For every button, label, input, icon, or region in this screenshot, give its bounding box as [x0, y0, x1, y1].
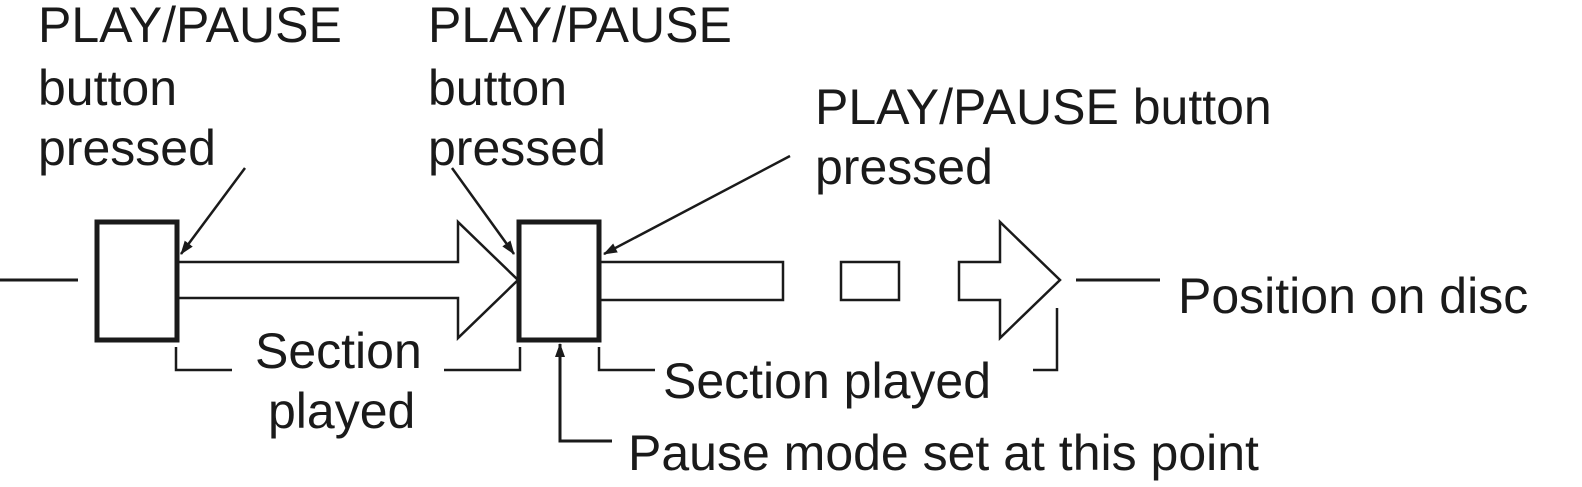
label-press2-line1: PLAY/PAUSE: [428, 0, 732, 53]
label-press2-line2: button: [428, 60, 567, 116]
pointer-arrow-pause-mode: [555, 343, 612, 443]
label-press3-line2: pressed: [815, 139, 993, 195]
label-section1-line2: played: [268, 383, 415, 439]
playback-bar-2: [601, 260, 785, 302]
pointer-arrow-press2: [450, 167, 516, 255]
playback-arrow-end: [957, 219, 1062, 341]
label-press2-line3: pressed: [428, 120, 606, 176]
label-section2: Section played: [663, 353, 991, 409]
section-bracket-1-left: [174, 347, 232, 372]
pause-block-2: [516, 219, 602, 343]
section-bracket-1-right: [444, 347, 522, 372]
label-section1-line1: Section: [255, 323, 422, 379]
label-press1-line1: PLAY/PAUSE: [38, 0, 342, 53]
section-bracket-2-right: [1033, 308, 1059, 372]
section-bracket-2-left: [597, 347, 655, 372]
continuation-block: [839, 260, 901, 302]
playback-arrow-1: [177, 219, 520, 341]
pause-block-1: [94, 219, 180, 343]
pointer-arrow-press1: [179, 167, 247, 255]
label-pause-mode: Pause mode set at this point: [628, 425, 1259, 481]
label-press3-line1: PLAY/PAUSE button: [815, 79, 1272, 135]
label-press1-line3: pressed: [38, 120, 216, 176]
label-press1-line2: button: [38, 60, 177, 116]
pointer-arrow-press3: [603, 154, 791, 256]
label-position-on-disc: Position on disc: [1178, 268, 1528, 324]
